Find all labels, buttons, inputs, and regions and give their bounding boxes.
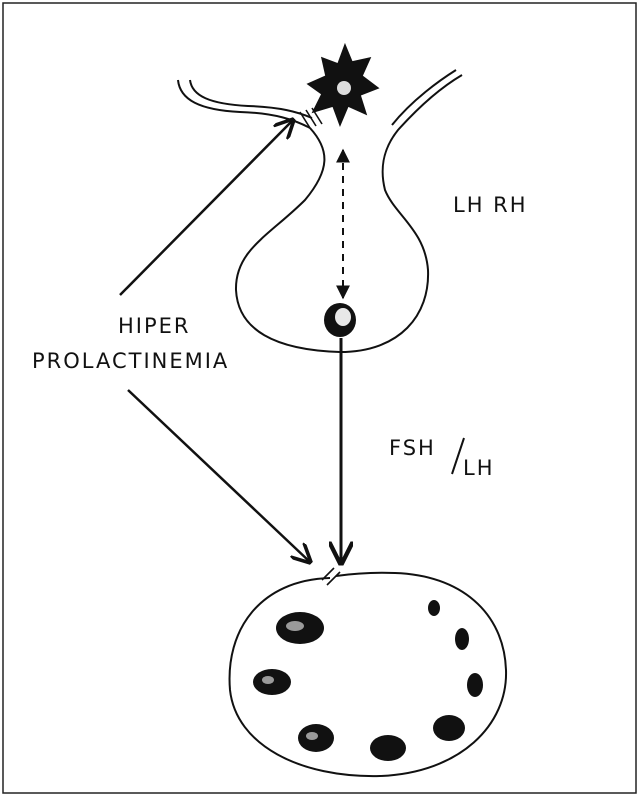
follicle — [428, 600, 440, 616]
follicle — [433, 715, 465, 741]
hiper-label: HIPER — [118, 314, 191, 338]
follicle — [467, 673, 483, 697]
prolactinemia-label: PROLACTINEMIA — [32, 349, 229, 373]
pituitary-cell-icon — [324, 303, 356, 337]
ovary — [230, 573, 507, 776]
fsh-label: FSH — [389, 436, 436, 460]
hypothalamus-pituitary-outline — [178, 70, 462, 352]
hypothalamic-neuron-icon — [308, 45, 378, 125]
arrow-to-ovary — [128, 390, 310, 562]
follicle — [455, 628, 469, 650]
lh-label: LH — [463, 456, 495, 480]
arrow-to-hypothalamus — [120, 120, 293, 295]
follicle — [370, 735, 406, 761]
lhrh-label: LH RH — [453, 193, 528, 217]
